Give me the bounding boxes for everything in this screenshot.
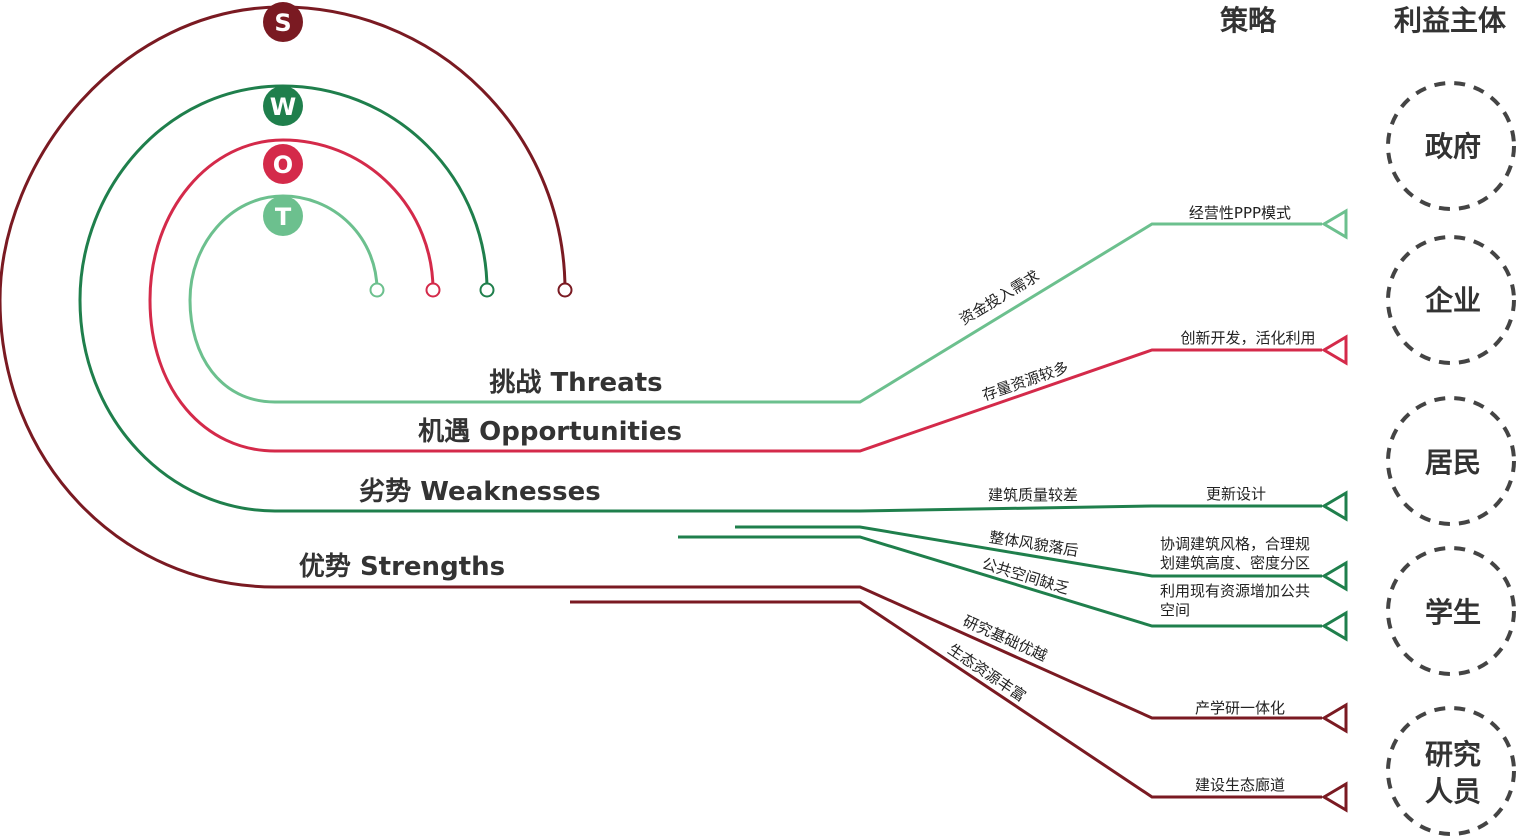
threats-end-dot — [369, 282, 385, 298]
threats-label: 挑战 Threats — [489, 368, 662, 398]
threats-arc — [188, 194, 1322, 404]
stakeholder-header: 利益主体 — [1394, 4, 1507, 37]
opportunities-end-dot — [425, 282, 441, 298]
strategy-ppp: 经营性PPP模式 — [1189, 204, 1291, 222]
strategy-eco: 建设生态廊道 — [1195, 776, 1285, 794]
stakeholder-gov: 政府 — [1425, 130, 1481, 163]
weaknesses-arc — [78, 84, 1322, 513]
w-badge — [263, 86, 303, 126]
strengths-branch-line — [570, 600, 1322, 799]
strategy-header: 策略 — [1220, 4, 1277, 37]
stakeholder-research-line1: 研究 — [1425, 738, 1481, 771]
arrowhead-threats — [1321, 208, 1348, 240]
stakeholder-student: 学生 — [1425, 596, 1481, 629]
strategy-use-line1: 利用现有资源增加公共 — [1160, 582, 1310, 600]
stakeholder-resident-ring — [1386, 396, 1516, 526]
strategy-industry: 产学研一体化 — [1195, 699, 1285, 717]
strategy-renew: 更新设计 — [1206, 485, 1266, 503]
strengths-end-dot — [557, 282, 573, 298]
opportunities-label: 机遇 Opportunities — [418, 417, 682, 447]
stakeholder-gov-ring — [1386, 81, 1516, 211]
stakeholder-company: 企业 — [1425, 284, 1481, 317]
s-letter: S — [274, 9, 291, 37]
strengths-label: 优势 Strengths — [299, 552, 505, 582]
stakeholder-company-ring — [1386, 235, 1516, 365]
weaknesses-branch-line-2 — [678, 535, 1322, 628]
strengths-arc — [0, 5, 1322, 720]
arrowhead-weak-3 — [1321, 610, 1348, 642]
arrowhead-weak-2 — [1321, 560, 1348, 592]
o-badge — [263, 144, 303, 184]
arrowhead-opportunities — [1321, 334, 1348, 366]
weaknesses-end-dot — [479, 282, 495, 298]
weaknesses-branch-label-1: 建筑质量较差 — [988, 486, 1078, 504]
strategy-use-line2: 空间 — [1160, 601, 1190, 619]
strategy-coordinate-line1: 协调建筑风格，合理规 — [1160, 535, 1310, 553]
t-letter: T — [275, 203, 292, 231]
arrowhead-str-2 — [1321, 781, 1348, 813]
arrowhead-str-1 — [1321, 702, 1348, 734]
stakeholder-student-ring — [1386, 546, 1516, 676]
stakeholder-resident: 居民 — [1425, 446, 1481, 479]
o-letter: O — [273, 151, 293, 179]
weaknesses-branch-line-1 — [735, 525, 1322, 578]
strategy-innovate: 创新开发，活化利用 — [1180, 329, 1315, 347]
weaknesses-label: 劣势 Weaknesses — [359, 477, 600, 507]
arrowhead-weak-1 — [1321, 490, 1348, 522]
stakeholder-research-ring — [1386, 706, 1516, 836]
strategy-coordinate-line2: 划建筑高度、密度分区 — [1160, 554, 1310, 572]
w-letter: W — [270, 93, 296, 121]
stakeholder-research-line2: 人员 — [1425, 775, 1481, 808]
t-badge — [263, 196, 303, 236]
opportunities-arc — [148, 138, 1322, 453]
s-badge — [263, 2, 303, 42]
